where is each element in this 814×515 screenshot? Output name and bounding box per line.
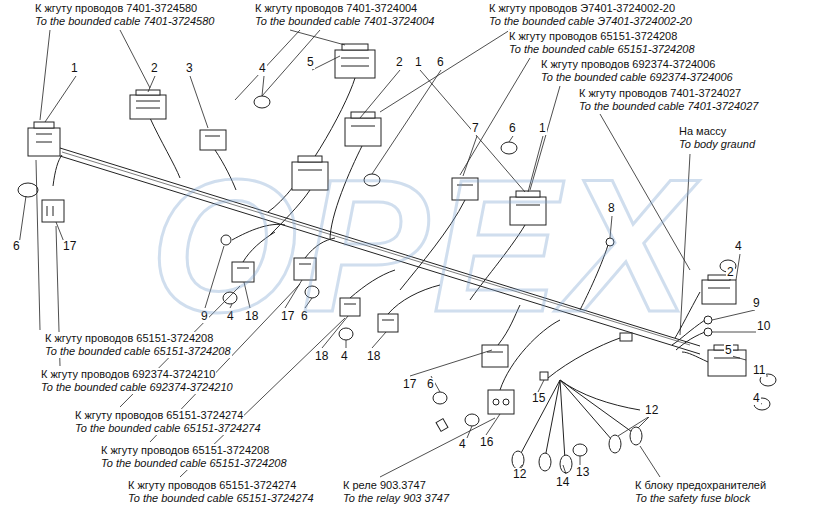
callout-number: 13 — [575, 466, 590, 479]
callout-number: 17 — [62, 240, 77, 253]
callout-number: 16 — [479, 436, 494, 449]
label-ru: К жгуту проводов 65151-3724208 — [100, 444, 270, 457]
callout-number: 4 — [734, 240, 743, 253]
label-ru: К жгуту проводов 65151-3724274 — [127, 479, 297, 492]
callout-number: 7 — [471, 122, 480, 135]
callout-number: 2 — [726, 266, 735, 279]
label-ru: К жгуту проводов 7401-3724027 — [578, 87, 742, 100]
callout-number: 18 — [366, 350, 381, 363]
label-ru: К блоку предохранителей — [634, 479, 767, 492]
callout-number: 2 — [150, 62, 159, 75]
callout-number: 4 — [458, 438, 467, 451]
label-ru: К жгуту проводов 7401-3724004 — [254, 2, 418, 15]
callout-number: 1 — [414, 56, 423, 69]
callout-number: 9 — [752, 297, 761, 310]
callout-number: 12 — [644, 404, 659, 417]
callout-number: 2 — [395, 56, 404, 69]
label-en: To the bounded cable 692374-3724210 — [40, 381, 234, 394]
label-en: To the bounded cable 65151-3724208 — [508, 43, 696, 56]
label-en: To the bounded cable 692374-3724006 — [540, 71, 734, 84]
label-en: To the bounded cable 7401-3724004 — [254, 15, 435, 28]
callout-number: 18 — [314, 350, 329, 363]
label-en: To the relay 903 3747 — [342, 492, 450, 505]
label-ru: К жгуту проводов 65151-3724208 — [508, 30, 678, 43]
callout-number: 1 — [538, 122, 547, 135]
callout-number: 5 — [724, 344, 733, 357]
callout-number: 12 — [512, 468, 527, 481]
callout-number: 4 — [340, 350, 349, 363]
label-en: To the bounded cable 65151-3724274 — [127, 492, 315, 505]
watermark: OPEX — [150, 150, 694, 340]
callout-number: 6 — [426, 378, 435, 391]
callout-number: 1 — [70, 62, 79, 75]
label-en: To the safety fuse block — [634, 492, 751, 505]
callout-number: 11 — [752, 364, 766, 377]
callout-number: 17 — [402, 378, 417, 391]
label-ru: К жгуту проводов 692374-3724006 — [540, 58, 716, 71]
callout-number: 3 — [185, 62, 194, 75]
label-en: To the bounded cable 65151-3724208 — [100, 457, 288, 470]
callout-number: 14 — [555, 476, 570, 489]
label-ru: К жгуту проводов 692374-3724210 — [40, 368, 216, 381]
label-ru: К реле 903.3747 — [342, 479, 427, 492]
label-ru: К жгуту проводов 65151-3724274 — [74, 409, 244, 422]
label-ru: К жгуту проводов 7401-3724580 — [34, 2, 198, 15]
label-ru: На массу — [678, 125, 727, 138]
label-en: To the bounded cable 65151-3724274 — [74, 422, 262, 435]
callout-number: 5 — [306, 56, 315, 69]
label-en: To the bounded cable 65151-3724208 — [44, 345, 232, 358]
label-ru: К жгуту проводов Э7401-3724002-20 — [488, 2, 676, 15]
label-en: To the bounded cable 7401-3724580 — [34, 15, 215, 28]
label-en: To the bounded cable Э7401-3724002-20 — [488, 15, 693, 28]
callout-number: 15 — [531, 392, 546, 405]
callout-number: 6 — [436, 56, 445, 69]
callout-number: 4 — [258, 62, 267, 75]
callout-number: 10 — [756, 320, 771, 333]
callout-number: 6 — [508, 122, 517, 135]
callout-number: 6 — [12, 240, 21, 253]
label-en: To the bounded cable 7401-3724027 — [578, 100, 759, 113]
callout-number: 4 — [752, 392, 761, 405]
